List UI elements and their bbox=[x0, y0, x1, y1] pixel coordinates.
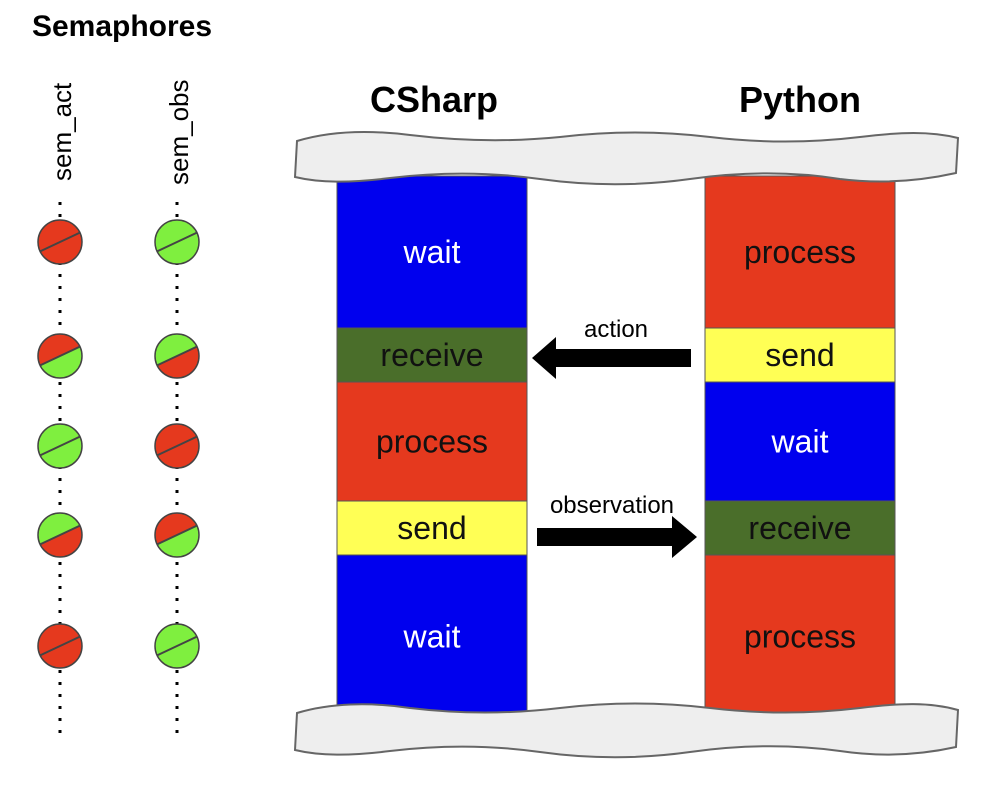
python-receive-label: receive bbox=[748, 510, 851, 546]
csharp-receive-block bbox=[336, 327, 528, 383]
observation-label: observation bbox=[550, 492, 674, 519]
semaphores-title: Semaphores bbox=[32, 10, 212, 43]
python-process-label: process bbox=[744, 619, 856, 655]
csharp-send-block bbox=[336, 500, 528, 556]
python-process-label: process bbox=[744, 234, 856, 270]
sem-obs-semaphore bbox=[154, 219, 200, 265]
csharp-process-label: process bbox=[376, 424, 488, 460]
sem-obs-semaphore bbox=[154, 423, 200, 469]
sem-obs-semaphore bbox=[154, 333, 200, 379]
action-label: action bbox=[584, 316, 648, 343]
sem-act-semaphore bbox=[37, 623, 83, 669]
python-wait-block bbox=[704, 381, 896, 502]
python-title: Python bbox=[739, 79, 861, 120]
bottom-torn-banner bbox=[293, 702, 960, 759]
sem-act-semaphore bbox=[37, 219, 83, 265]
observation-arrow bbox=[537, 516, 697, 558]
message-arrows: action observation bbox=[532, 316, 697, 558]
csharp-send-label: send bbox=[397, 510, 466, 546]
csharp-wait-label: wait bbox=[403, 234, 461, 270]
sem-act-semaphore bbox=[37, 512, 83, 558]
python-process-block bbox=[704, 175, 896, 329]
sem-act-label: sem_act bbox=[47, 82, 77, 181]
csharp-process-block bbox=[336, 381, 528, 502]
action-arrow bbox=[532, 337, 691, 379]
sem-obs-label: sem_obs bbox=[164, 80, 194, 186]
csharp-wait-label: wait bbox=[403, 619, 461, 655]
python-process-block bbox=[704, 554, 896, 719]
sem-obs-semaphore bbox=[154, 623, 200, 669]
csharp-receive-label: receive bbox=[380, 337, 483, 373]
python-send-block bbox=[704, 327, 896, 383]
timeline-blocks: wait receive process send wait process send wai… bbox=[336, 175, 896, 719]
top-torn-banner bbox=[293, 131, 960, 186]
python-send-label: send bbox=[765, 337, 834, 373]
sem-act-semaphore bbox=[37, 423, 83, 469]
csharp-title: CSharp bbox=[370, 79, 498, 120]
sem-act-semaphore bbox=[37, 333, 83, 379]
semaphore-columns bbox=[37, 202, 200, 735]
csharp-wait-block bbox=[336, 554, 528, 719]
sem-obs-semaphore bbox=[154, 512, 200, 558]
python-wait-label: wait bbox=[771, 424, 829, 460]
python-receive-block bbox=[704, 500, 896, 556]
